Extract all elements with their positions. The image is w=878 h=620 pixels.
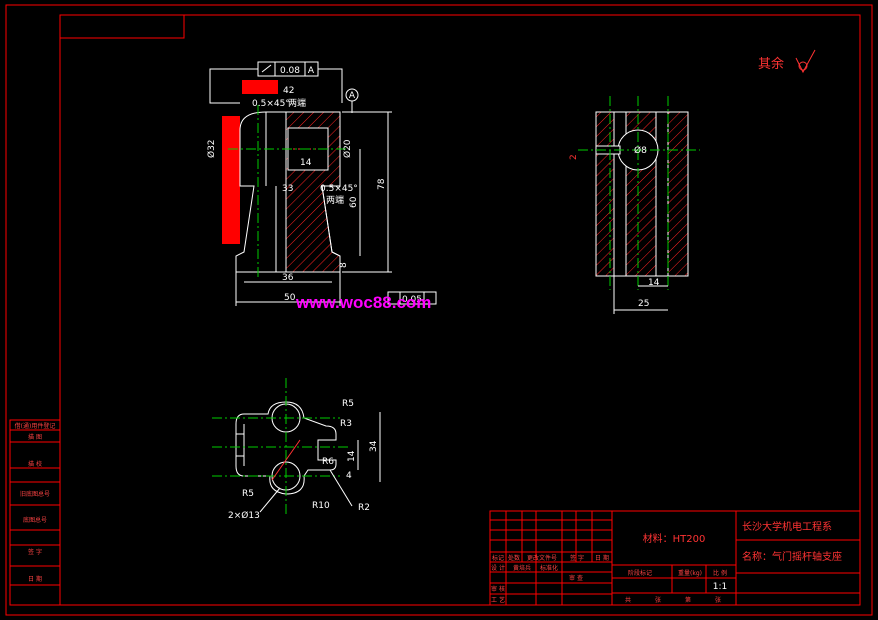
highlight-left [222,116,240,244]
dim-dia-20: Ø20 [342,139,353,158]
stamp-cell-3: 旧底图总号 [20,490,50,498]
dim-dia-32: Ø32 [206,139,217,158]
dim-side-hole: Ø8 [634,145,647,156]
top-view: R5 R3 R6 34 14 4 R5 R10 R2 2×Ø13 [212,378,381,521]
stamp-cell-0: 借(通)用件登记 [15,422,56,430]
tb-weight-label: 重量(kg) [678,569,702,577]
dim-36: 36 [282,273,294,283]
tb-header-1: 处数 [508,554,520,562]
datum-a-marker: A [349,91,356,101]
dim-chamfer-top: 0.5×45° [252,99,290,109]
tb-sheet-2: 第 [685,596,691,604]
dim-top-holes: 2×Ø13 [228,510,260,521]
gdt-datum-a: A [308,66,315,76]
tb-stage-label: 阶段标记 [628,569,652,577]
dim-side-25: 25 [638,299,649,309]
side-view: Ø8 2 14 25 [569,96,700,314]
dim-side-slot: 2 [569,154,579,160]
left-stamp: 借(通)用件登记 描 图 描 校 旧底图总号 底图总号 签 字 日 期 [9,419,61,606]
dim-top-42: 42 [283,86,294,96]
inner-frame [59,14,861,606]
dim-78: 78 [377,178,387,190]
tb-row-std: 标准化 [540,564,558,572]
dim-top-r10: R10 [312,501,330,511]
dim-side-14: 14 [648,278,660,288]
stamp-cell-5: 签 字 [28,548,42,556]
tb-header-4: 日 期 [595,554,609,562]
tb-row-design: 设 计 [491,564,505,572]
dim-top-r5a: R5 [342,399,354,409]
top-outline [235,401,337,495]
dim-8: 8 [339,262,349,268]
tb-header-0: 标记 [492,554,504,562]
dim-top-r3: R3 [340,419,352,429]
dim-top-r6: R6 [322,457,334,467]
stamp-cell-4: 底图总号 [23,516,47,524]
tb-sheet-3: 张 [715,596,721,604]
tb-row-process: 工 艺 [491,596,505,604]
tb-company: 长沙大学机电工程系 [742,520,832,533]
gdt-frame-bottom: 0.05 [387,291,437,305]
dim-top-r2: R2 [358,503,370,513]
gdt-perp-value: 0.05 [402,295,422,305]
front-view: 0.08 A 42 0.5×45° 两端 A Ø32 Ø20 14 [206,61,437,306]
tb-sheet-0: 共 [625,596,631,604]
dim-top-4: 4 [346,471,352,481]
stamp-cell-2: 描 校 [28,460,42,468]
gdt-frame-top: 0.08 A [209,61,343,104]
dim-chamfer-mid: 0.5×45° [320,184,358,194]
dim-top-34: 34 [369,440,379,452]
corner-label-box [59,14,185,39]
dim-60: 60 [349,196,359,208]
tb-header-3: 签 字 [570,554,584,562]
gdt-flatness-value: 0.08 [280,66,300,76]
tb-signer: 黄培兵 [513,564,531,572]
tb-scale-label: 比 例 [713,569,727,577]
roughness-symbol-icon [795,49,816,74]
tb-sheet-1: 张 [655,596,661,604]
dim-both-ends-1: 两端 [288,97,306,109]
highlight-top [242,80,278,94]
stamp-cell-1: 描 图 [28,433,42,441]
title-block: 标记 处数 更改文件号 签 字 日 期 设 计 黄培兵 标准化 审 核 工 艺 … [489,510,861,606]
outer-border [5,4,873,616]
tb-scale-value: 1:1 [713,582,727,592]
tb-row-review: 审 核 [491,585,505,593]
tb-part-name: 名称：气门摇杆轴支座 [742,550,842,563]
dim-50: 50 [284,293,296,303]
tb-row-check: 审 查 [569,574,583,582]
dim-33: 33 [282,184,293,194]
dim-top-14: 14 [347,450,357,462]
stamp-cell-6: 日 期 [28,575,42,583]
roughness-note: 其余 [758,56,784,72]
dim-r14: 14 [300,158,312,168]
watermark: www.woc88.com [295,293,431,312]
dim-top-r5b: R5 [242,489,254,499]
dim-both-ends-2: 两端 [326,194,344,206]
tb-header-2: 更改文件号 [527,554,557,562]
tb-material: 材料：HT200 [643,532,706,545]
